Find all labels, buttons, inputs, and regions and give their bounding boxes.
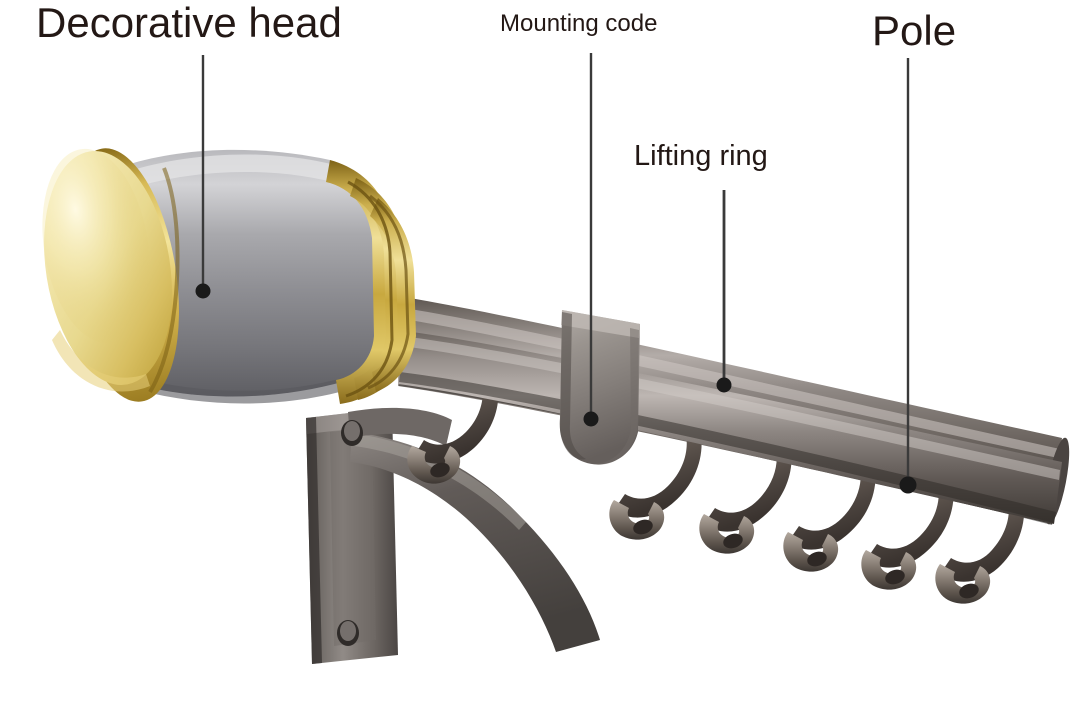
callout-label-pole: Pole: [872, 7, 957, 54]
mounting-code-clamp: [559, 310, 640, 465]
decorative-head: [42, 148, 416, 404]
callout-label-decorative-head: Decorative head: [36, 0, 342, 46]
wall-bracket: [306, 407, 600, 664]
leader-pole: [899, 58, 917, 494]
lifting-ring: [930, 455, 1025, 604]
lifting-ring: [774, 419, 876, 572]
leader-decorative-head: [195, 55, 211, 299]
callout-label-lifting-ring: Lifting ring: [634, 140, 768, 172]
lifting-ring: [600, 387, 702, 540]
callout-label-mounting-code: Mounting code: [500, 10, 658, 37]
lifting-ring: [690, 401, 792, 554]
callout-leaders: [195, 53, 917, 494]
leader-lifting-ring: [716, 190, 732, 393]
lifting-ring: [398, 337, 499, 484]
finial-gold-bands: [326, 160, 416, 404]
lifting-ring: [852, 437, 954, 590]
leader-mounting-code: [583, 53, 599, 427]
